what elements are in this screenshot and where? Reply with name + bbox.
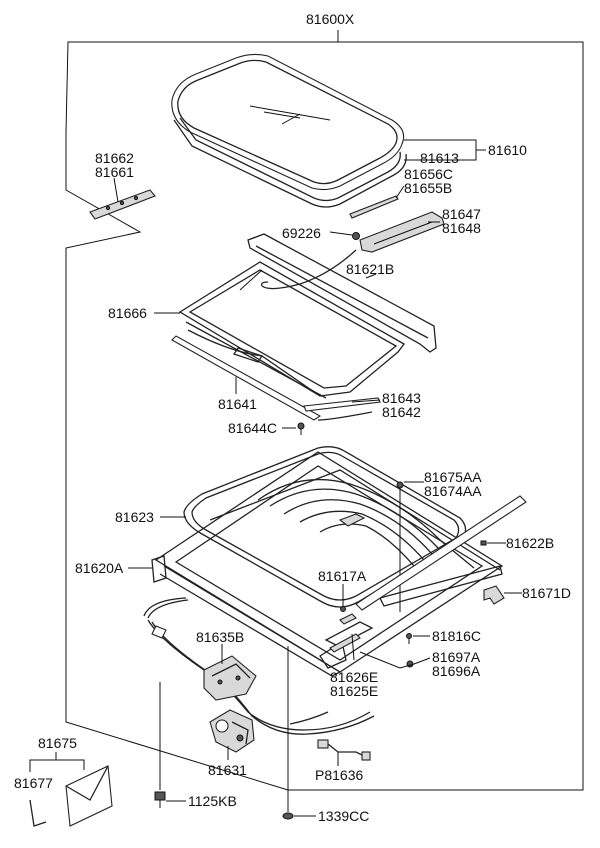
- leader-81662: [113, 177, 119, 203]
- label-81671D: 81671D: [522, 585, 571, 601]
- sunshade-frame-part: [178, 261, 405, 399]
- label-81620A: 81620A: [75, 560, 124, 576]
- label-81674AA: 81674AA: [424, 483, 482, 499]
- label-81622B: 81622B: [506, 535, 554, 551]
- mechanism-assembly-part: [319, 621, 374, 669]
- label-81617A: 81617A: [318, 568, 367, 584]
- tool-pouch-part: [65, 765, 113, 827]
- wiring-connector-part: [317, 739, 371, 761]
- label-1339CC: 1339CC: [318, 808, 369, 824]
- hex-wrench-part: [29, 799, 47, 827]
- label-81661: 81661: [95, 164, 134, 180]
- leader-81621B: [365, 273, 377, 279]
- drip-rail-part: [171, 335, 322, 421]
- screw-81644C-part: [297, 422, 305, 435]
- frame-seal-part: [183, 446, 467, 608]
- label-81613: 81613: [420, 150, 459, 166]
- label-81662: 81662: [95, 150, 134, 166]
- clip-81617A-part: [339, 606, 357, 625]
- tool-kit-label-group: [29, 752, 85, 772]
- wind-deflector-link-part: [89, 189, 156, 220]
- glass-panel-part: [171, 53, 405, 191]
- label-P81636: P81636: [315, 767, 363, 783]
- label-81635B: 81635B: [196, 629, 244, 645]
- label-1125KB: 1125KB: [188, 793, 237, 809]
- label-81666: 81666: [108, 305, 147, 321]
- label-81644C: 81644C: [228, 420, 277, 436]
- assembly-boundary: [65, 30, 584, 791]
- label-81641: 81641: [218, 396, 257, 412]
- label-81600X: 81600X: [306, 11, 355, 27]
- bolt-1125KB-part: [154, 682, 166, 808]
- rear-bracket-part: [483, 585, 505, 605]
- glass-weatherstrip-part: [173, 117, 407, 208]
- drain-cables-part: [143, 597, 375, 735]
- clip-part: [352, 232, 360, 240]
- leader-81697A: [359, 651, 431, 669]
- label-81625E: 81625E: [330, 683, 378, 699]
- label-81642: 81642: [382, 404, 421, 420]
- leader-81656C: [395, 185, 405, 199]
- sunroof-frame-part: [151, 451, 504, 677]
- label-81675: 81675: [38, 735, 77, 751]
- label-81631: 81631: [208, 762, 247, 778]
- clip-81622B-part: [480, 540, 487, 546]
- label-81626E: 81626E: [330, 669, 378, 685]
- label-81675AA: 81675AA: [424, 469, 482, 485]
- label-81677: 81677: [14, 775, 53, 791]
- label-81696A: 81696A: [432, 663, 481, 679]
- screw-81675AA-part: [396, 481, 404, 489]
- leader-81643: [351, 399, 381, 403]
- label-81643: 81643: [382, 390, 421, 406]
- label-81655B: 81655B: [404, 180, 452, 196]
- sunshade-rail-part: [247, 233, 437, 353]
- deflector-strip-part: [349, 195, 399, 219]
- leader-69226: [329, 231, 353, 236]
- sunroof-motor-part: [209, 709, 255, 753]
- label-81697A: 81697A: [432, 649, 481, 665]
- leader-81626E: [351, 633, 355, 661]
- label-69226: 69226: [282, 225, 321, 241]
- label-81648: 81648: [442, 220, 481, 236]
- screw-81816C-part: [406, 633, 412, 644]
- label-81621B: 81621B: [346, 261, 394, 277]
- bolt-1339CC-part: [282, 646, 294, 820]
- guide-rail-part: [359, 211, 445, 253]
- motor-bracket-part: [203, 655, 257, 701]
- label-81656C: 81656C: [404, 166, 453, 182]
- label-81647: 81647: [442, 206, 481, 222]
- rear-drip-part: [355, 495, 527, 611]
- label-81816C: 81816C: [432, 628, 481, 644]
- label-81610: 81610: [488, 142, 527, 158]
- label-81623: 81623: [115, 509, 154, 525]
